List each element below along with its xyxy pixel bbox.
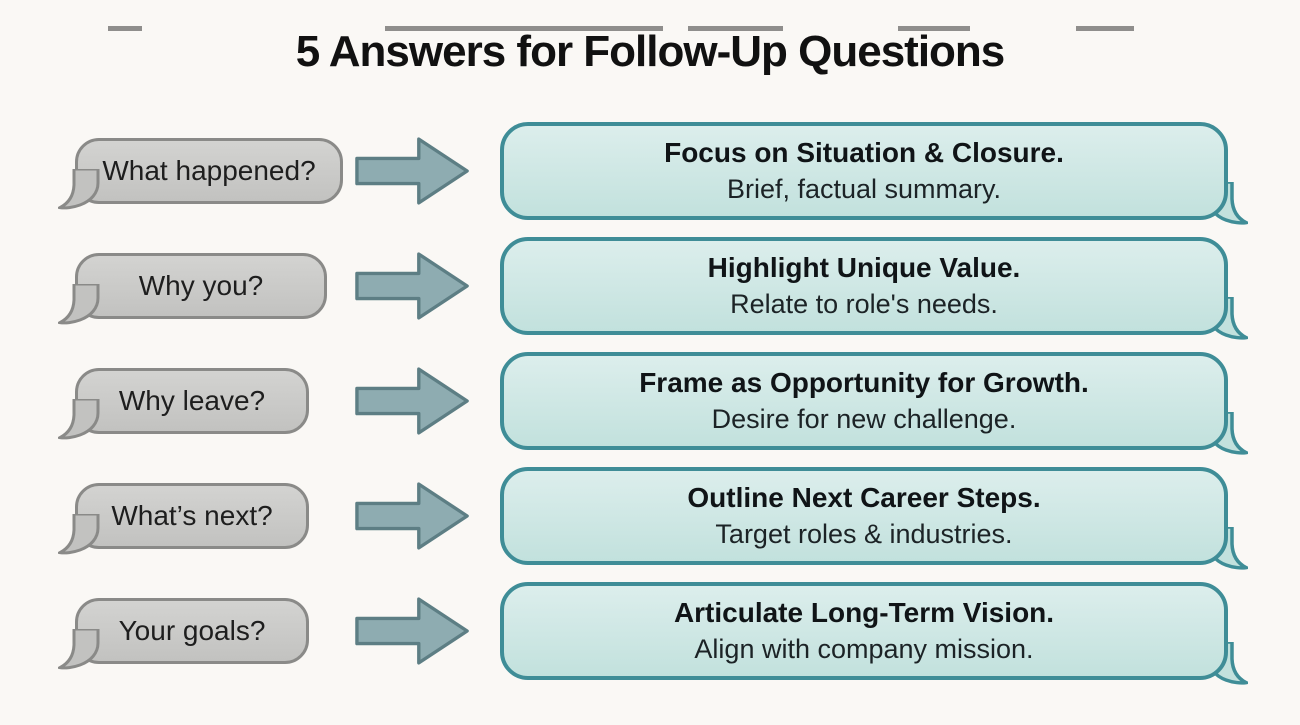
question-text: Why leave?: [118, 385, 266, 417]
qa-flow-list: What happened? Focus on Situation & Clos…: [0, 114, 1300, 689]
answer-bubble: Highlight Unique Value. Relate to role's…: [500, 236, 1248, 340]
arrow-right-icon: [355, 482, 469, 550]
answer-bubble-tail: [1206, 526, 1248, 570]
qa-row: What’s next? Outline Next Career Steps. …: [58, 459, 1300, 574]
question-text: Why you?: [138, 270, 264, 302]
question-bubble-tail: [58, 514, 100, 555]
video-artifact-top: [898, 26, 970, 31]
video-artifact-top: [1076, 26, 1134, 31]
video-artifact-top: [688, 26, 783, 31]
answer-headline: Highlight Unique Value.: [707, 251, 1021, 283]
question-text: What happened?: [102, 155, 316, 187]
answer-detail: Brief, factual summary.: [726, 173, 1002, 204]
video-artifact-top: [108, 26, 142, 31]
answer-detail: Target roles & industries.: [715, 518, 1013, 549]
video-artifact-top: [385, 26, 663, 31]
qa-row: What happened? Focus on Situation & Clos…: [58, 114, 1300, 229]
answer-headline: Outline Next Career Steps.: [687, 481, 1041, 513]
answer-bubble-tail: [1206, 296, 1248, 340]
arrow-right-icon: [355, 252, 469, 320]
question-bubble-tail: [58, 629, 100, 670]
answer-bubble: Articulate Long-Term Vision. Align with …: [500, 581, 1248, 685]
question-bubble-tail: [58, 169, 100, 210]
answer-bubble: Outline Next Career Steps. Target roles …: [500, 466, 1248, 570]
question-text: What’s next?: [111, 500, 273, 532]
arrow-right-icon: [355, 367, 469, 435]
question-bubble: Why leave?: [58, 368, 309, 440]
answer-detail: Relate to role's needs.: [730, 288, 998, 319]
arrow-right-icon: [355, 597, 469, 665]
question-text: Your goals?: [118, 615, 266, 647]
answer-bubble: Frame as Opportunity for Growth. Desire …: [500, 351, 1248, 455]
question-bubble-tail: [58, 284, 100, 325]
page-title: 5 Answers for Follow-Up Questions: [295, 27, 1006, 76]
question-bubble: What’s next?: [58, 483, 309, 555]
question-bubble-tail: [58, 399, 100, 440]
answer-bubble-tail: [1206, 411, 1248, 455]
answer-bubble-tail: [1206, 641, 1248, 685]
answer-detail: Align with company mission.: [694, 633, 1034, 664]
qa-row: Why leave? Frame as Opportunity for Grow…: [58, 344, 1300, 459]
qa-row: Your goals? Articulate Long-Term Vision.…: [58, 574, 1300, 689]
answer-headline: Articulate Long-Term Vision.: [673, 596, 1055, 628]
answer-bubble: Focus on Situation & Closure. Brief, fac…: [500, 121, 1248, 225]
answer-headline: Frame as Opportunity for Growth.: [639, 366, 1089, 398]
question-bubble: Your goals?: [58, 598, 309, 670]
arrow-right-icon: [355, 137, 469, 205]
qa-row: Why you? Highlight Unique Value. Relate …: [58, 229, 1300, 344]
answer-detail: Desire for new challenge.: [711, 403, 1017, 434]
answer-headline: Focus on Situation & Closure.: [664, 136, 1064, 168]
answer-bubble-tail: [1206, 181, 1248, 225]
question-bubble: Why you?: [58, 253, 327, 325]
question-bubble: What happened?: [58, 138, 343, 210]
